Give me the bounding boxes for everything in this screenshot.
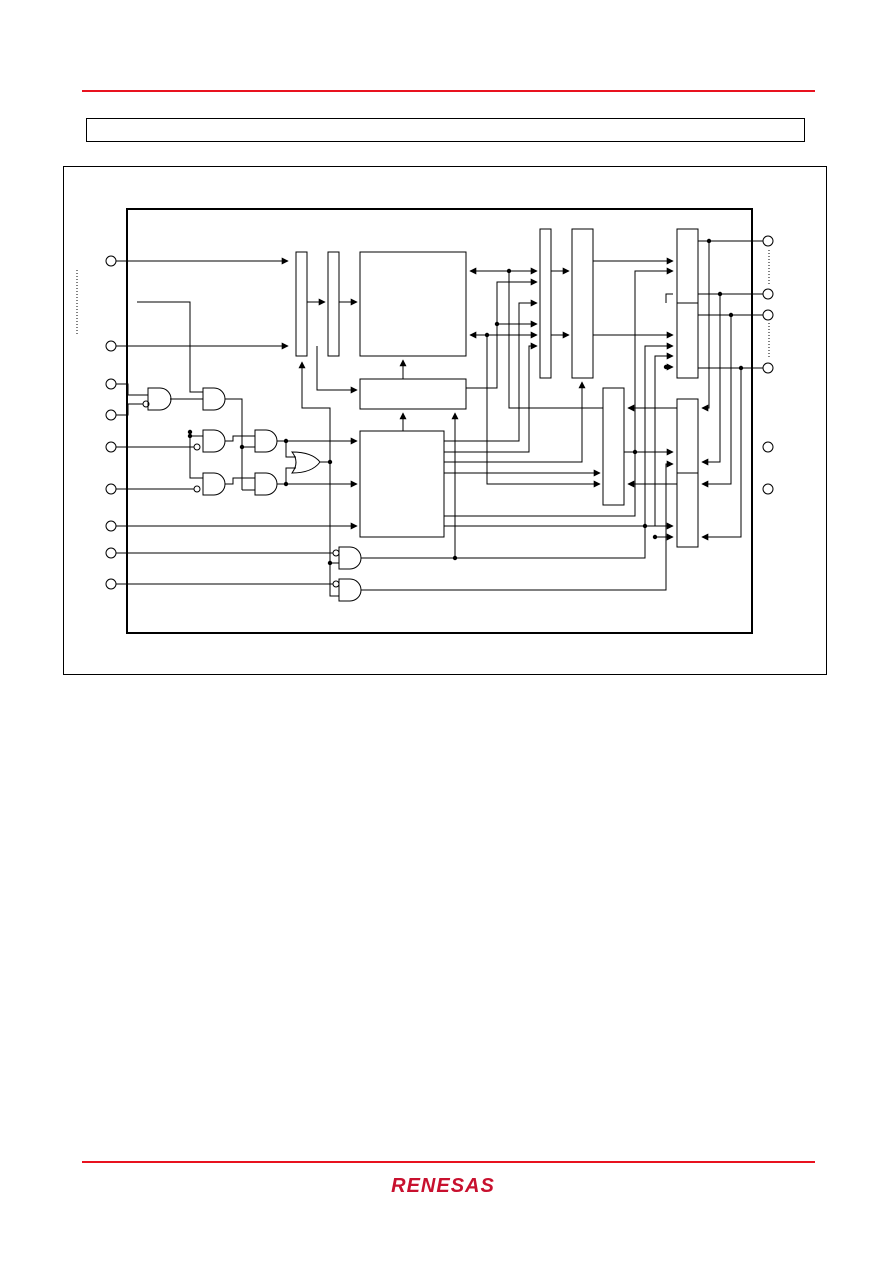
junction (642, 523, 648, 529)
junction (706, 238, 712, 244)
junction (506, 268, 512, 274)
pin-io9 (762, 309, 774, 321)
ce2-wire (116, 403, 143, 416)
junction (652, 534, 658, 540)
lb-gate-out (361, 342, 674, 559)
output-buffer-upper (676, 228, 699, 304)
header-rule (82, 90, 815, 92)
row-decoder (327, 251, 340, 357)
control-logic (359, 430, 445, 538)
renesas-logo: RENESAS (391, 1175, 495, 1197)
junction (283, 481, 289, 487)
input-buffer-lower (676, 472, 699, 548)
pin-io16 (762, 362, 774, 374)
or-in-2 (285, 467, 296, 484)
chip-outline (126, 208, 753, 634)
we-gate-out (225, 435, 255, 442)
ce3-gate-in2 (329, 563, 339, 597)
pin-ub (105, 520, 117, 532)
addr-line-mid (137, 301, 203, 393)
or-in-1 (285, 441, 296, 458)
and-gate-oe (202, 472, 226, 496)
pin-a0 (105, 255, 117, 267)
ctrl-out-1 (444, 299, 538, 442)
and-gate-we (202, 429, 226, 453)
junction (484, 332, 490, 338)
output-buffer-lower (676, 302, 699, 379)
pin-lb (105, 547, 117, 559)
pin-ce1 (105, 378, 117, 390)
and-gate-ce3 (338, 578, 362, 602)
pin-io8 (762, 288, 774, 300)
input-buffer-upper (676, 398, 699, 474)
sense-amp (571, 228, 594, 379)
colio-out (466, 278, 538, 389)
pin-an (105, 340, 117, 352)
and-gate-ce (147, 387, 172, 411)
junction (187, 429, 193, 435)
and-gate-lb (338, 546, 362, 570)
ctrl-out-2 (444, 342, 538, 453)
junction (283, 438, 289, 444)
io16-to-ibuf (701, 368, 742, 541)
gate2-out (225, 398, 243, 490)
junction (738, 365, 744, 371)
and-gate-oe-invert (193, 485, 201, 493)
address-buffer (295, 251, 308, 357)
oe-gate-out (225, 477, 255, 485)
obuf-feed (665, 293, 673, 303)
pin-oe (105, 483, 117, 495)
and-gate-2 (202, 387, 226, 411)
footer-rule (82, 1161, 815, 1163)
or-gate (290, 451, 321, 474)
and-gate-lb-invert (332, 549, 340, 557)
and-gate-ce-invert (142, 400, 150, 408)
ctrl-out-7 (444, 352, 674, 527)
and-gate-4 (254, 472, 278, 496)
column-io (359, 378, 467, 410)
ce3-gate-out (361, 460, 674, 591)
ctrl-out-5 (486, 335, 601, 488)
block-diagram (76, 208, 774, 634)
pin-ce3 (105, 578, 117, 590)
ce1-wire (116, 383, 148, 396)
input-data-control (539, 228, 552, 379)
and-gate-oe-in (189, 432, 203, 479)
pin-vss (762, 483, 774, 495)
and-gate-ce3-invert (332, 580, 340, 588)
ctrl-out-3 (444, 381, 586, 463)
junction (327, 459, 333, 465)
junction (663, 364, 669, 370)
memory-matrix (359, 251, 467, 357)
io1-to-ibuf (701, 241, 710, 412)
pin-io1 (762, 235, 774, 247)
ctrl-out-6 (444, 267, 674, 517)
and-gate-3 (254, 429, 278, 453)
bus-2 (508, 271, 603, 409)
io8-to-ibuf (701, 294, 721, 466)
junction (494, 321, 500, 327)
junction (452, 555, 458, 561)
and-gate-we-invert (193, 443, 201, 451)
abuf-to-colio (316, 346, 358, 394)
junction (717, 291, 723, 297)
logo-text: RENESAS (391, 1175, 495, 1197)
pin-vcc (762, 441, 774, 453)
data-register (602, 387, 625, 506)
pin-we (105, 441, 117, 453)
junction (632, 449, 638, 455)
junction (327, 560, 333, 566)
junction (187, 433, 193, 439)
ctrl-to-abuf (298, 361, 331, 460)
figure-frame (63, 166, 827, 675)
io9-to-ibuf (701, 315, 732, 488)
pin-ce2 (105, 409, 117, 421)
lb-gate-in2 (329, 462, 339, 564)
title-box (86, 118, 805, 142)
junction (239, 444, 245, 450)
junction (728, 312, 734, 318)
